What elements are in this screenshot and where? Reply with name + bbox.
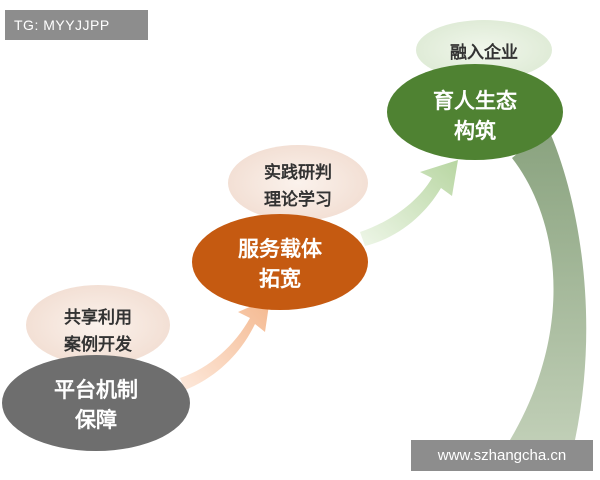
bubble-top [416, 20, 552, 80]
bubble-bottom [26, 285, 170, 365]
arrow-bottom-to-middle [180, 298, 270, 390]
bubble-middle-line2: 理论学习 [264, 189, 332, 210]
arrow-middle-to-top [360, 160, 458, 246]
bubble-top-line1: 融入企业 [450, 42, 518, 63]
node-bottom-line2: 保障 [74, 408, 117, 432]
node-middle-line2: 拓宽 [259, 267, 301, 291]
node-top-line2: 构筑 [454, 119, 496, 143]
node-top [387, 64, 563, 160]
watermark-bottom-right: www.szhangcha.cn [411, 440, 593, 471]
large-green-arc [510, 128, 587, 440]
node-middle-line1: 服务载体 [238, 237, 323, 261]
bubble-middle-line1: 实践研判 [264, 162, 332, 183]
node-bottom-line1: 平台机制 [54, 378, 138, 402]
node-top-line1: 育人生态 [433, 89, 517, 113]
node-middle [192, 214, 368, 310]
node-bottom [2, 355, 190, 451]
bubble-middle [228, 145, 368, 221]
bubble-bottom-line2: 案例开发 [63, 334, 133, 355]
watermark-top-left: TG: MYYJJPP [5, 10, 148, 40]
bubble-bottom-line1: 共享利用 [64, 307, 132, 328]
